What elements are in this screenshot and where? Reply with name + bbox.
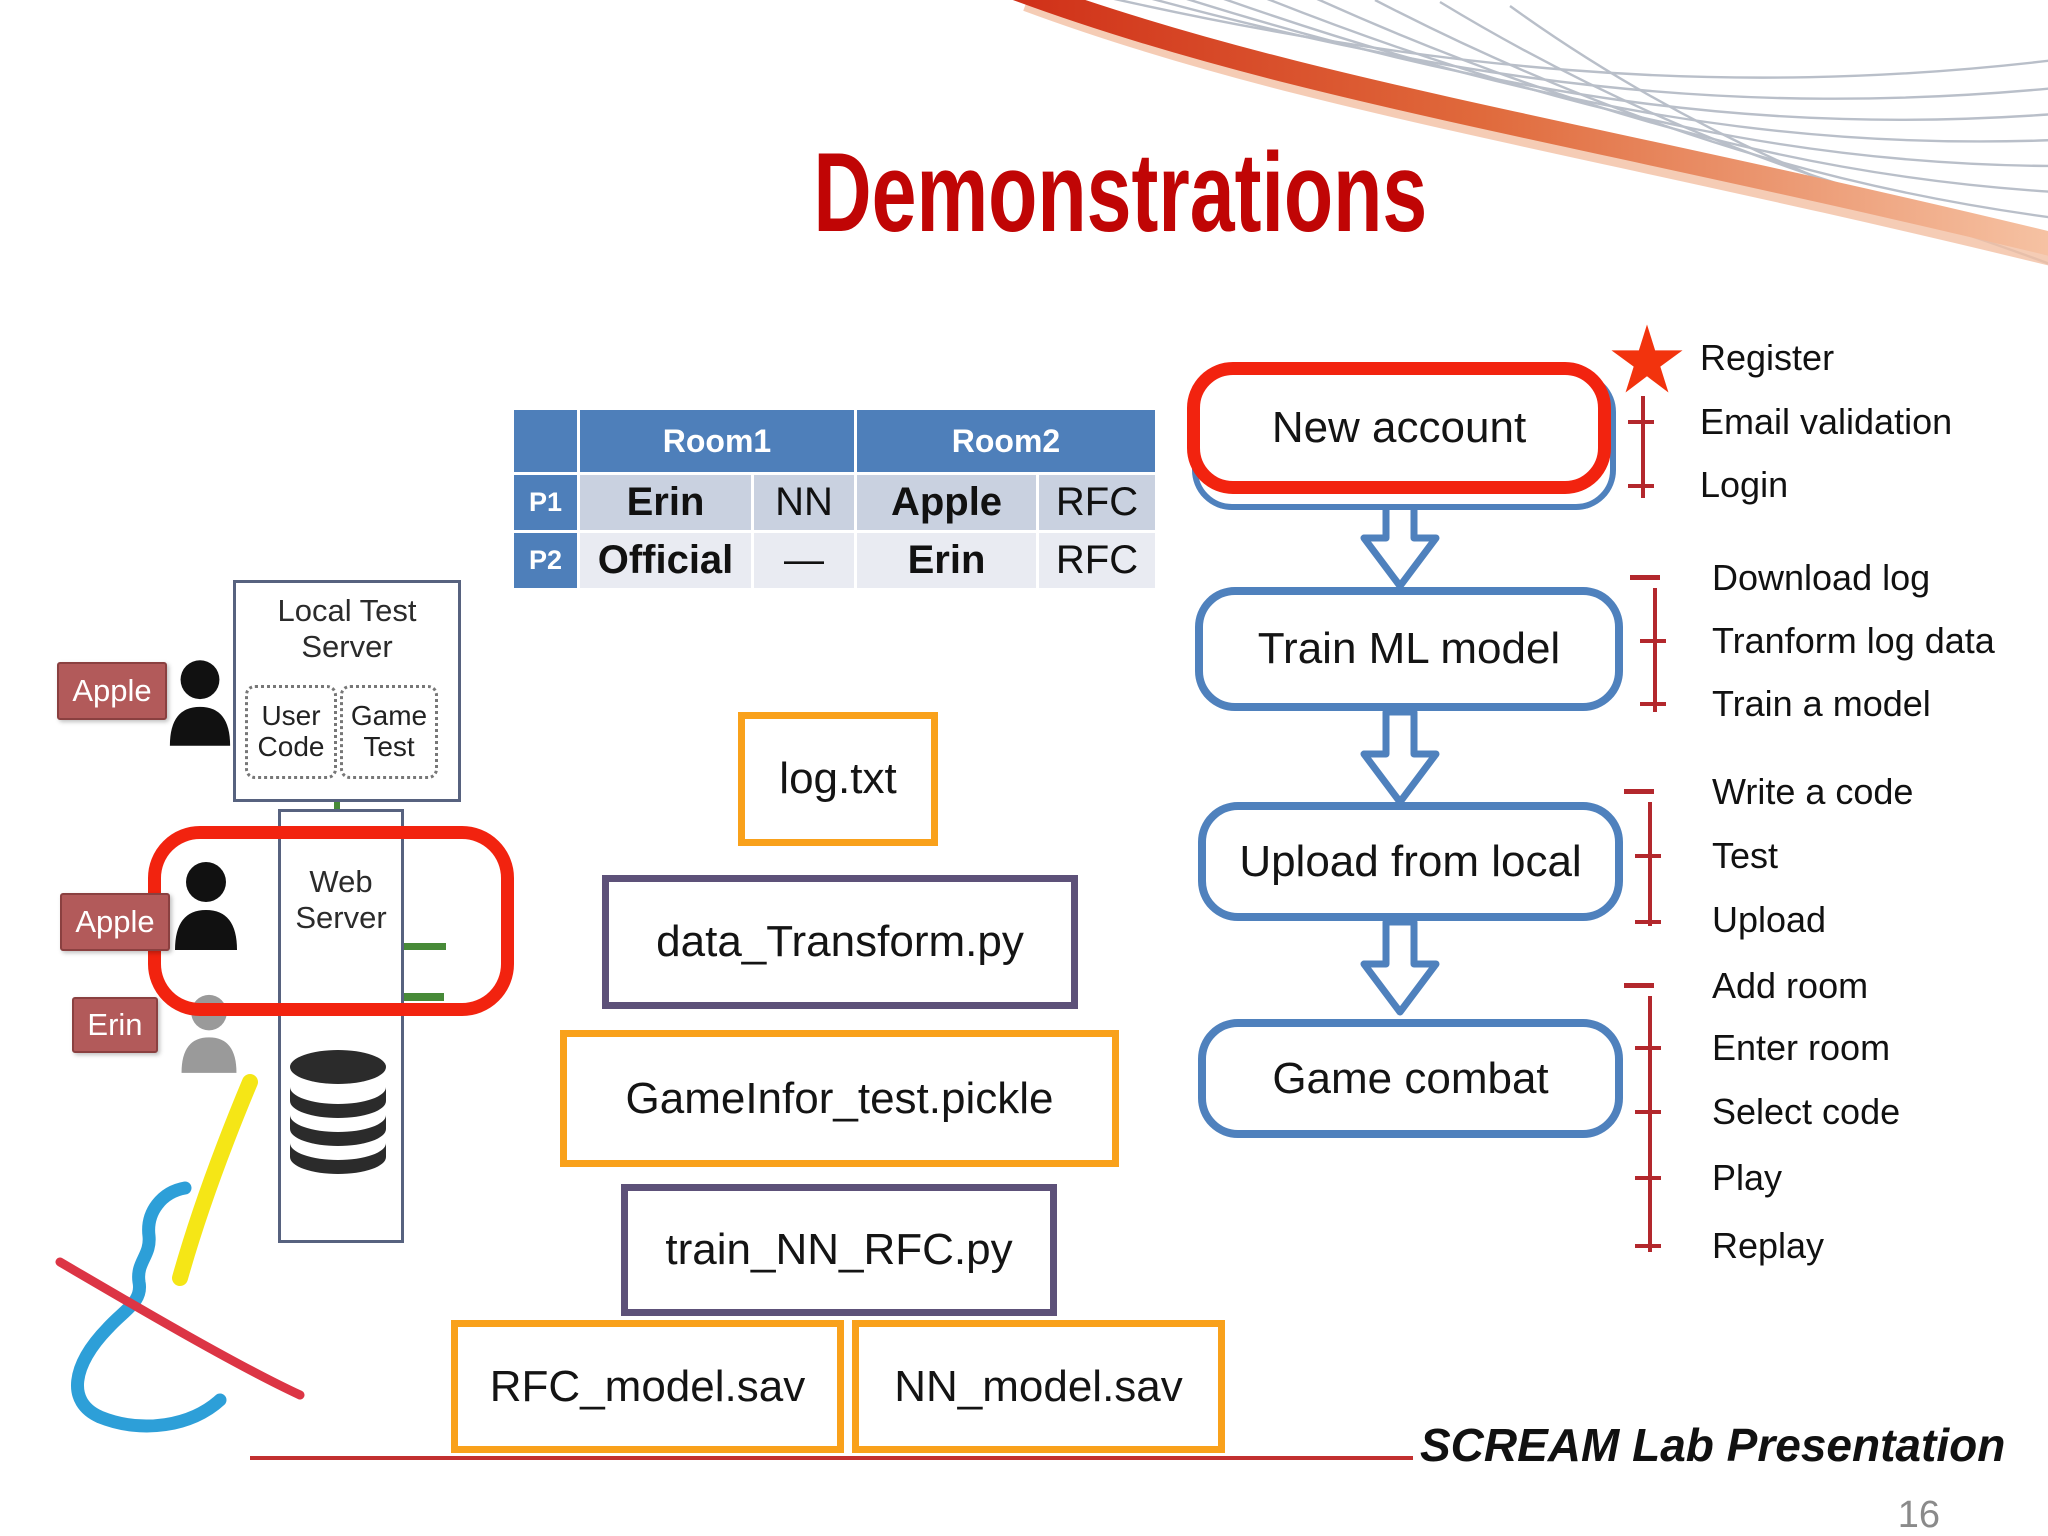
substep-label: Login xyxy=(1700,464,1789,505)
substep-label: Select code xyxy=(1712,1091,1901,1132)
substep-dash xyxy=(1624,789,1654,794)
substep-dash xyxy=(1624,983,1654,988)
table-header-room2: Room2 xyxy=(857,410,1155,472)
file-box-data-transform: data_Transform.py xyxy=(602,875,1078,1009)
substep-label: Add room xyxy=(1712,965,1869,1006)
page-number: 16 xyxy=(1897,1494,1940,1536)
table-header-room1: Room1 xyxy=(580,410,854,472)
file-box-nn-model: NN_model.sav xyxy=(852,1320,1225,1453)
substep-label: Play xyxy=(1712,1157,1783,1198)
substep-line xyxy=(1641,396,1645,498)
table-row-label-p1: P1 xyxy=(514,475,577,530)
flow-step-game-combat: Game combat xyxy=(1198,1019,1623,1138)
user-code-box: User Code xyxy=(245,685,337,779)
local-test-server-label: Local Test Server xyxy=(277,593,417,664)
substep-label: Tranform log data xyxy=(1712,620,1995,661)
database-icon xyxy=(290,1050,386,1174)
substep-tick xyxy=(1640,639,1666,643)
flow-step-train-ml: Train ML model xyxy=(1195,587,1623,711)
table-corner-cell xyxy=(514,410,577,472)
match-table: Room1 Room2 P1 Erin NN Apple RFC P2 Offi… xyxy=(514,410,1155,588)
flow-step-upload-local: Upload from local xyxy=(1198,802,1623,921)
web-server-highlight xyxy=(148,826,514,1016)
user-icon xyxy=(169,660,231,746)
substep-label: Email validation xyxy=(1700,401,1953,442)
scream-lab-logo-icon xyxy=(55,1074,305,1433)
substep-line xyxy=(1648,802,1652,926)
game-test-box: Game Test xyxy=(340,685,438,779)
arrow-down-icon xyxy=(1360,918,1440,1016)
substep-label: Train a model xyxy=(1712,683,1931,724)
table-row-label-p2: P2 xyxy=(514,533,577,588)
substep-tick xyxy=(1635,1046,1661,1050)
substep-line xyxy=(1648,996,1652,1252)
substep-tick xyxy=(1635,1110,1661,1114)
flow-step-new-account: New account xyxy=(1187,362,1611,494)
swoosh-decoration-icon xyxy=(1012,0,2048,266)
substep-label: Download log xyxy=(1712,557,1931,598)
substep-tick xyxy=(1628,484,1654,488)
table-cell: Official xyxy=(580,533,751,588)
substep-label: Write a code xyxy=(1712,771,1914,812)
footer-divider xyxy=(250,1456,1413,1460)
user-label-erin: Erin xyxy=(72,997,158,1053)
table-cell: RFC xyxy=(1039,475,1155,530)
table-cell: Erin xyxy=(580,475,751,530)
arrow-down-icon xyxy=(1360,708,1440,806)
substep-label: Register xyxy=(1700,337,1835,378)
table-cell: RFC xyxy=(1039,533,1155,588)
table-cell: NN xyxy=(754,475,854,530)
substep-tick xyxy=(1635,1244,1661,1248)
substep-label: Replay xyxy=(1712,1225,1825,1266)
substep-tick xyxy=(1635,1176,1661,1180)
table-cell: Apple xyxy=(857,475,1036,530)
table-cell: Erin xyxy=(857,533,1036,588)
footer-text: SCREAM Lab Presentation xyxy=(1420,1419,2006,1471)
table-cell: — xyxy=(754,533,854,588)
user-label-apple-top: Apple xyxy=(57,662,167,720)
web-server-label: Web Server xyxy=(295,864,387,935)
substep-tick xyxy=(1628,420,1654,424)
substep-label: Test xyxy=(1712,835,1779,876)
substep-label: Upload xyxy=(1712,899,1827,940)
substep-line xyxy=(1653,588,1657,712)
file-box-gameinfo-pickle: GameInfor_test.pickle xyxy=(560,1030,1119,1167)
file-box-train-nn-rfc: train_NN_RFC.py xyxy=(621,1184,1057,1316)
substep-tick xyxy=(1635,854,1661,858)
substep-tick xyxy=(1640,702,1666,706)
substep-label: Enter room xyxy=(1712,1027,1891,1068)
substep-tick xyxy=(1635,920,1661,924)
file-box-log: log.txt xyxy=(738,712,938,846)
star-icon xyxy=(1611,324,1683,393)
file-box-rfc-model: RFC_model.sav xyxy=(451,1320,844,1453)
substep-dash xyxy=(1630,575,1660,580)
page-title: Demonstrations xyxy=(813,130,1428,255)
user-icon xyxy=(175,862,237,950)
user-label-apple-mid: Apple xyxy=(60,893,170,951)
